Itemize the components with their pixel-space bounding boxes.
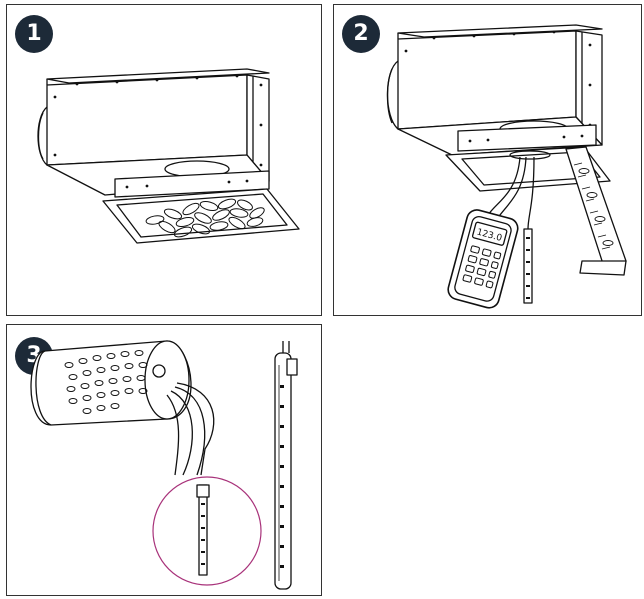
step-2-panel: 2 — [333, 4, 642, 316]
step-3-illustration — [30, 340, 298, 590]
step-1-illustration — [37, 68, 300, 244]
step-3-panel: 3 — [6, 324, 322, 596]
step-2-badge: 2 — [342, 15, 380, 53]
step-1-panel: 1 — [6, 4, 322, 316]
step-2-illustration: 123.0 — [386, 24, 627, 309]
step-1-badge: 1 — [15, 15, 53, 53]
